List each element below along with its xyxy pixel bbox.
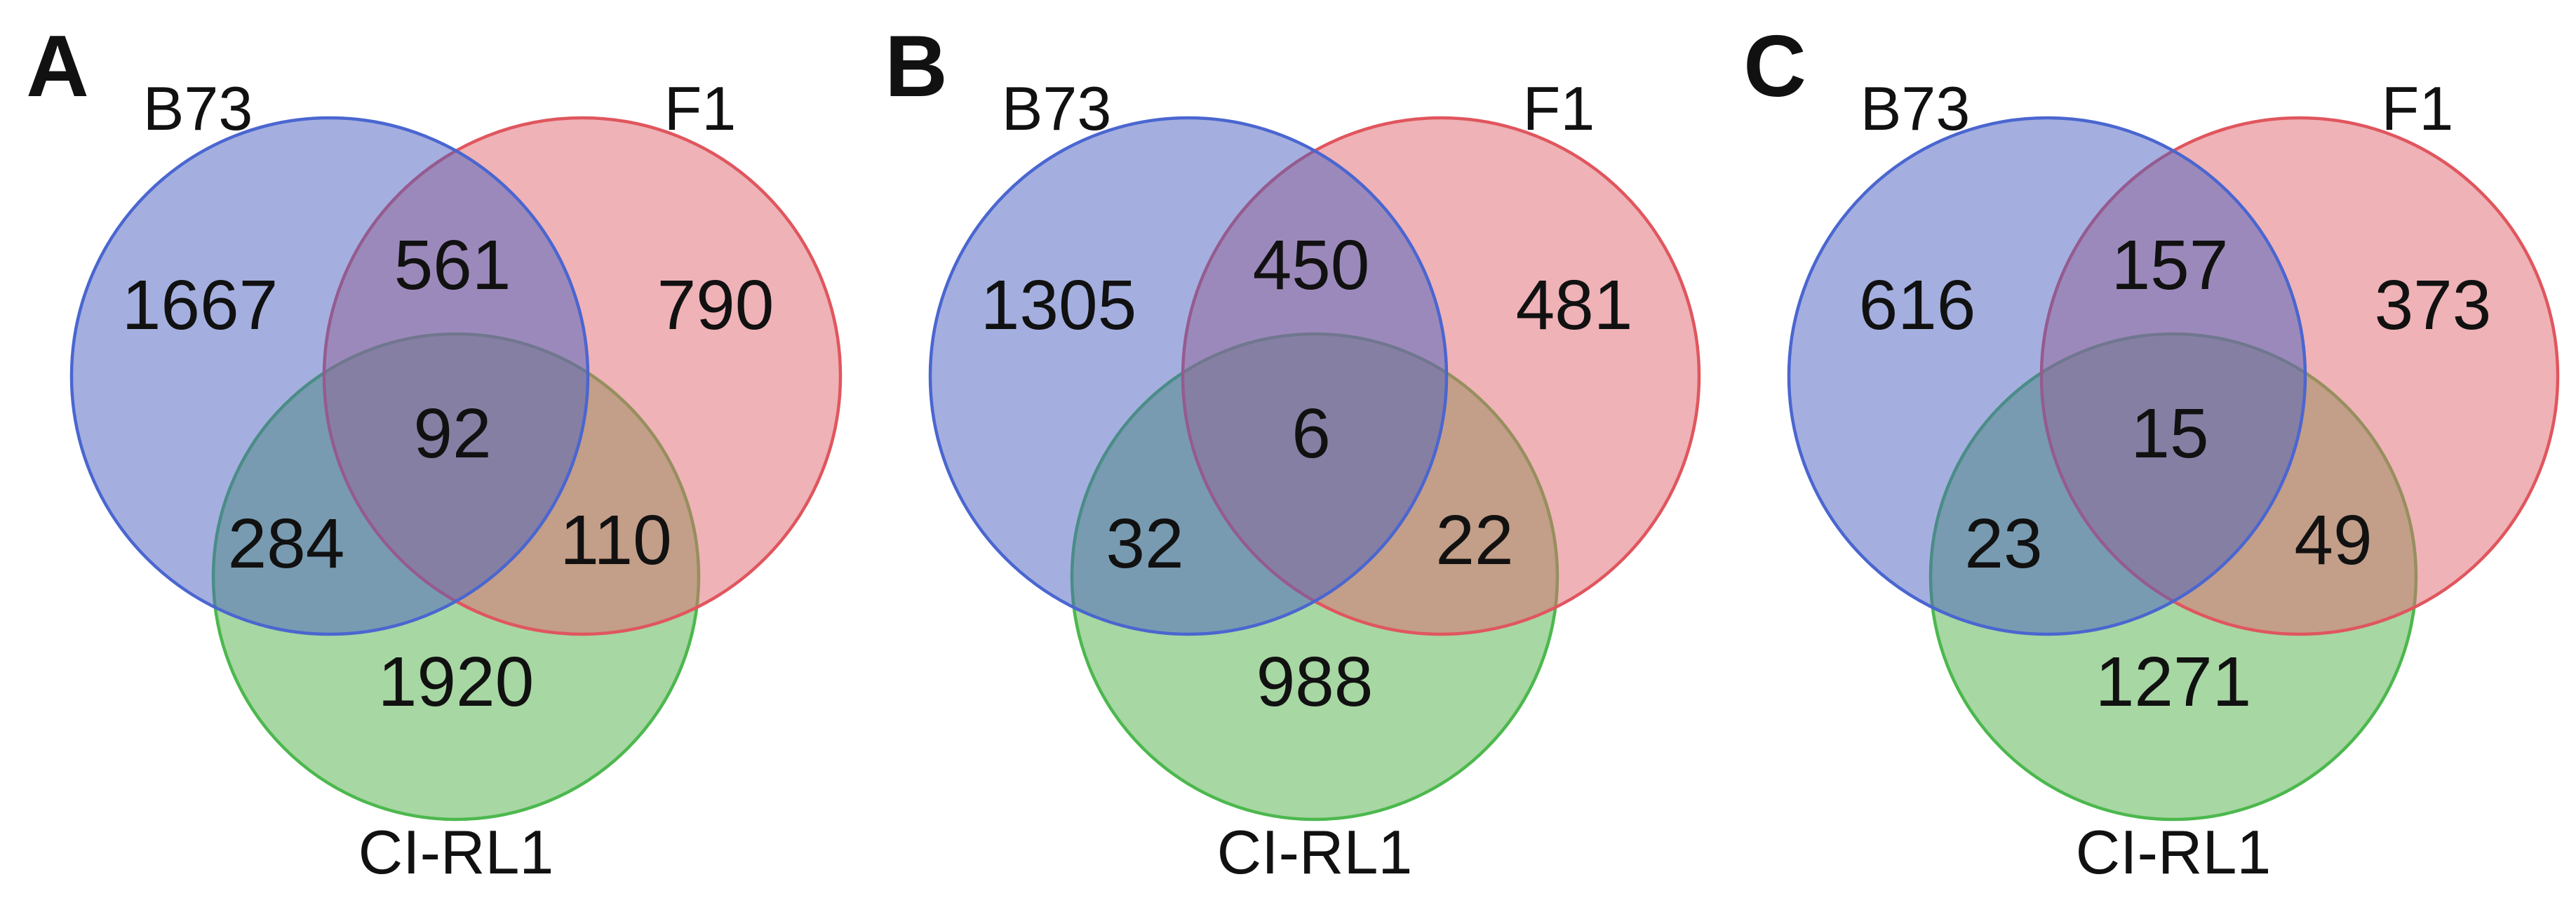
cirl1-set-label: CI-RL1 [358,817,554,887]
count-b73-cirl1: 23 [1964,504,2042,583]
b73-circle [1787,116,2307,636]
b73-circle [69,116,590,636]
count-b73-f1: 561 [394,226,511,304]
panel-letter: C [1743,18,1806,115]
count-cirl1-only: 988 [1256,643,1374,721]
count-b73-cirl1: 32 [1106,504,1183,583]
count-b73-only: 1305 [981,266,1136,344]
count-f1-cirl1: 22 [1435,501,1513,579]
f1-set-label: F1 [2382,74,2454,143]
count-b73-only: 1667 [122,266,278,344]
count-center: 15 [2131,394,2208,473]
count-b73-only: 616 [1859,266,1976,344]
panel-b: B B73 F1 CI-RL1 1305 450 481 6 32 22 988 [885,18,1701,887]
b73-circle [928,116,1449,636]
count-f1-only: 481 [1516,266,1633,344]
panel-letter: B [885,18,948,115]
b73-set-label: B73 [1860,74,1971,143]
panel-letter: A [26,18,89,115]
count-f1-only: 790 [657,266,774,344]
count-cirl1-only: 1271 [2095,643,2251,721]
panel-c: C B73 F1 CI-RL1 616 157 373 15 23 49 127… [1743,18,2560,887]
cirl1-set-label: CI-RL1 [1217,817,1413,887]
count-cirl1-only: 1920 [378,643,534,721]
b73-set-label: B73 [143,74,253,143]
count-f1-cirl1: 110 [560,501,671,579]
count-b73-f1: 450 [1253,226,1370,304]
count-b73-cirl1: 284 [228,504,345,583]
f1-set-label: F1 [1523,74,1595,143]
count-center: 92 [413,394,491,473]
count-b73-f1: 157 [2112,226,2229,304]
f1-set-label: F1 [664,74,737,143]
cirl1-set-label: CI-RL1 [2076,817,2272,887]
count-f1-only: 373 [2375,266,2492,344]
count-center: 6 [1292,394,1331,473]
panel-a: A B73 F1 CI-RL1 1667 561 790 92 284 110 … [26,18,843,887]
count-f1-cirl1: 49 [2294,501,2372,579]
b73-set-label: B73 [1002,74,1112,143]
